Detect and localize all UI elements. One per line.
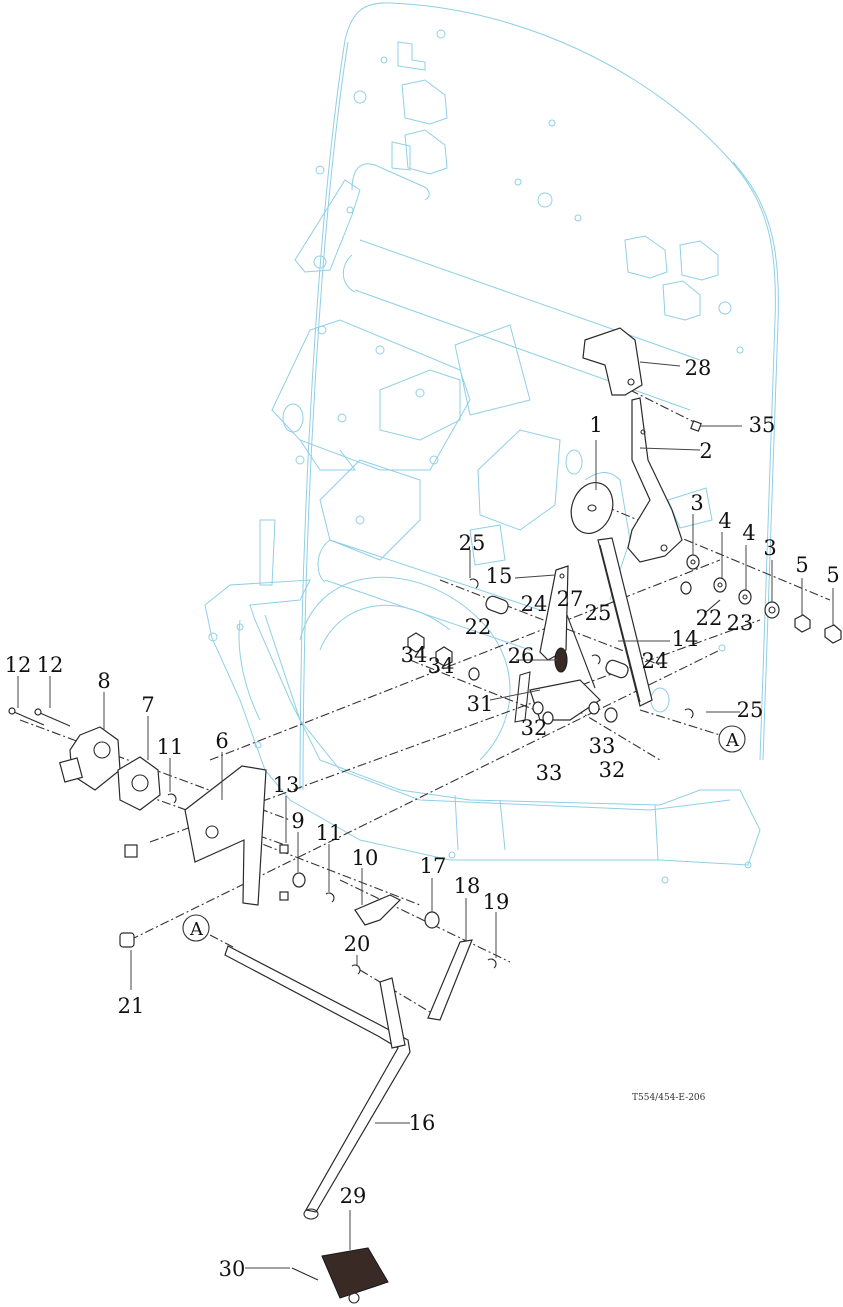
part-9-bushing-part-11-clips — [124, 793, 335, 903]
callout-label-c1: 1 — [589, 413, 602, 437]
callout-label-c20: 20 — [344, 932, 371, 956]
callout-label-c5a: 5 — [795, 553, 808, 577]
callout-label-c9: 9 — [291, 809, 304, 833]
callout-label-c27: 27 — [557, 587, 584, 611]
part-8-sensor — [58, 726, 121, 791]
part-6-bracket — [184, 765, 267, 906]
callout-label-c32a: 32 — [521, 716, 548, 740]
part-19-20-clips — [351, 958, 497, 975]
section-marker-label: A — [189, 919, 204, 940]
callout-label-c21: 21 — [118, 994, 145, 1018]
part-2-lever — [627, 397, 683, 563]
callout-label-c15: 15 — [486, 564, 513, 588]
callout-label-c24b: 24 — [642, 649, 669, 673]
background-assembly — [204, 2, 779, 884]
nuts-34-washer-22 — [407, 581, 692, 681]
washers-32-clips-33 — [532, 701, 618, 725]
callout-label-c25a: 25 — [459, 531, 486, 555]
callout-label-c31: 31 — [467, 692, 494, 716]
section-marker-a-top: A — [718, 725, 746, 753]
callout-label-c25b: 25 — [585, 601, 612, 625]
part-17-washer — [424, 911, 440, 929]
callout-label-c33a: 33 — [536, 761, 563, 785]
part-31-bracket — [514, 671, 601, 723]
callout-label-c3b: 3 — [763, 536, 776, 560]
callout-label-c34a: 34 — [401, 643, 428, 667]
part-23-pin — [705, 599, 721, 613]
callout-label-c33b: 33 — [589, 734, 616, 758]
callout-label-c35: 35 — [749, 413, 776, 437]
part-35-bolt — [690, 420, 702, 432]
callout-label-c3a: 3 — [690, 491, 703, 515]
callout-label-c10: 10 — [352, 846, 379, 870]
callout-label-c12b: 12 — [37, 653, 64, 677]
callout-label-c2: 2 — [699, 439, 712, 463]
section-marker-label: A — [725, 730, 740, 751]
part-1-disc — [570, 482, 614, 534]
section-marker-a-bottom: A — [182, 914, 210, 942]
callout-label-c11b: 11 — [316, 821, 343, 845]
callout-label-c19: 19 — [483, 890, 510, 914]
callout-label-c7: 7 — [141, 693, 154, 717]
callout-label-c30: 30 — [219, 1257, 246, 1281]
callout-label-c12a: 12 — [5, 653, 32, 677]
bushings-24 — [485, 595, 629, 679]
part-7-flange — [117, 756, 161, 811]
part-16-pedal-shaft — [224, 945, 411, 1220]
callout-label-c22b: 22 — [696, 606, 723, 630]
callout-label-c13: 13 — [273, 773, 300, 797]
callout-label-c29: 29 — [340, 1184, 367, 1208]
part-10-link — [354, 894, 402, 926]
callout-label-c26: 26 — [508, 644, 535, 668]
callout-label-c14: 14 — [672, 627, 699, 651]
callout-label-c4a: 4 — [718, 509, 731, 533]
callout-label-c17: 17 — [420, 854, 447, 878]
callout-label-c5b: 5 — [826, 563, 839, 587]
callout-label-c28: 28 — [685, 356, 712, 380]
callout-label-c8: 8 — [97, 669, 110, 693]
part-30-pin — [291, 1267, 319, 1281]
callout-label-c16: 16 — [409, 1111, 436, 1135]
panel-holes — [208, 29, 752, 884]
callout-label-c25c: 25 — [737, 698, 764, 722]
callout-label-c4b: 4 — [742, 521, 755, 545]
washers-3-4 — [686, 554, 780, 619]
callout-label-c23: 23 — [727, 611, 754, 635]
callout-label-c32b: 32 — [599, 758, 626, 782]
part-27-rod — [566, 614, 596, 689]
bolts-12 — [8, 707, 71, 727]
callout-label-c11a: 11 — [157, 735, 184, 759]
part-29-pedal-pad — [321, 1247, 389, 1304]
part-14-link-rod — [597, 537, 653, 707]
callout-leaders — [17, 361, 834, 1269]
drawing-reference-code: T554/454-E-206 — [632, 1093, 706, 1103]
part-21-bolt — [119, 932, 135, 948]
callout-label-c18: 18 — [454, 874, 481, 898]
part-18-arm — [427, 939, 473, 1021]
nuts-5 — [794, 614, 842, 644]
clips-25 — [469, 578, 694, 719]
part-28-handle-grip — [582, 327, 643, 396]
callout-label-c24a: 24 — [521, 592, 548, 616]
callout-label-c34b: 34 — [428, 654, 455, 678]
callout-label-c6: 6 — [215, 729, 228, 753]
callout-label-c22a: 22 — [465, 615, 492, 639]
